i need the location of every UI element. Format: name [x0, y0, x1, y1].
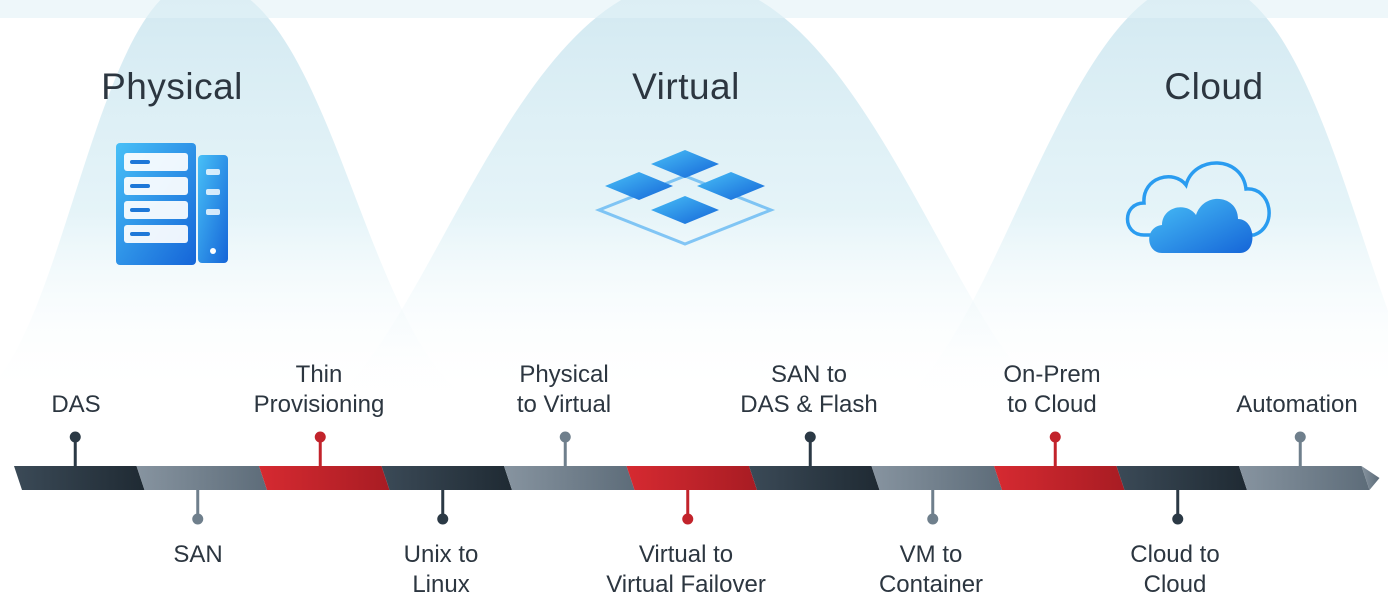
milestone-label-automation: Automation	[1236, 391, 1358, 418]
milestone-pin	[927, 490, 939, 525]
milestone-pin	[314, 431, 326, 466]
timeline-segment	[994, 466, 1125, 490]
milestone-label-san: SAN	[173, 541, 223, 568]
milestone-label-vm-to-container: VM to Container	[878, 541, 984, 598]
milestone-label-virtual-to-virtual-failover: Virtual to Virtual Failover	[606, 541, 766, 598]
cloud-icon	[1125, 161, 1271, 253]
timeline-segment	[626, 466, 757, 490]
server-icon	[116, 143, 228, 265]
milestone-pin	[682, 490, 694, 525]
milestone-label-unix-to-linux: Unix to Linux	[403, 541, 479, 598]
virtual-layers-icon	[594, 150, 776, 246]
timeline-segment	[749, 466, 880, 490]
timeline-segment	[136, 466, 267, 490]
era-title-virtual: Virtual	[632, 66, 740, 107]
timeline-segment	[504, 466, 635, 490]
milestone-label-san-to-das-flash: SAN to DAS & Flash	[740, 361, 878, 418]
milestone-pin	[192, 490, 204, 525]
timeline-segment	[1239, 466, 1370, 490]
milestone-pin	[804, 431, 816, 466]
milestone-pin	[437, 490, 449, 525]
wave-physical	[0, 0, 470, 400]
timeline-segment	[871, 466, 1002, 490]
timeline-segment	[14, 466, 145, 490]
milestone-pin	[559, 431, 571, 466]
timeline-segment	[259, 466, 390, 490]
milestone-label-on-prem-to-cloud: On-Prem to Cloud	[1003, 361, 1101, 418]
milestone-pins	[69, 431, 1306, 525]
milestone-label-das: DAS	[51, 391, 101, 418]
milestone-pin	[1049, 431, 1061, 466]
timeline-bar	[14, 466, 1380, 490]
milestone-pin	[1294, 431, 1306, 466]
era-title-physical: Physical	[101, 66, 243, 107]
milestone-label-thin-provisioning: Thin Provisioning	[253, 361, 385, 418]
milestone-pin	[1172, 490, 1184, 525]
milestone-label-physical-to-virtual: Physical to Virtual	[516, 361, 612, 418]
milestone-pin	[69, 431, 81, 466]
timeline-arrowhead	[1361, 466, 1380, 490]
era-title-cloud: Cloud	[1164, 66, 1264, 107]
timeline-segment	[1116, 466, 1247, 490]
timeline-segment	[381, 466, 512, 490]
milestone-label-cloud-to-cloud: Cloud to Cloud	[1130, 541, 1220, 598]
